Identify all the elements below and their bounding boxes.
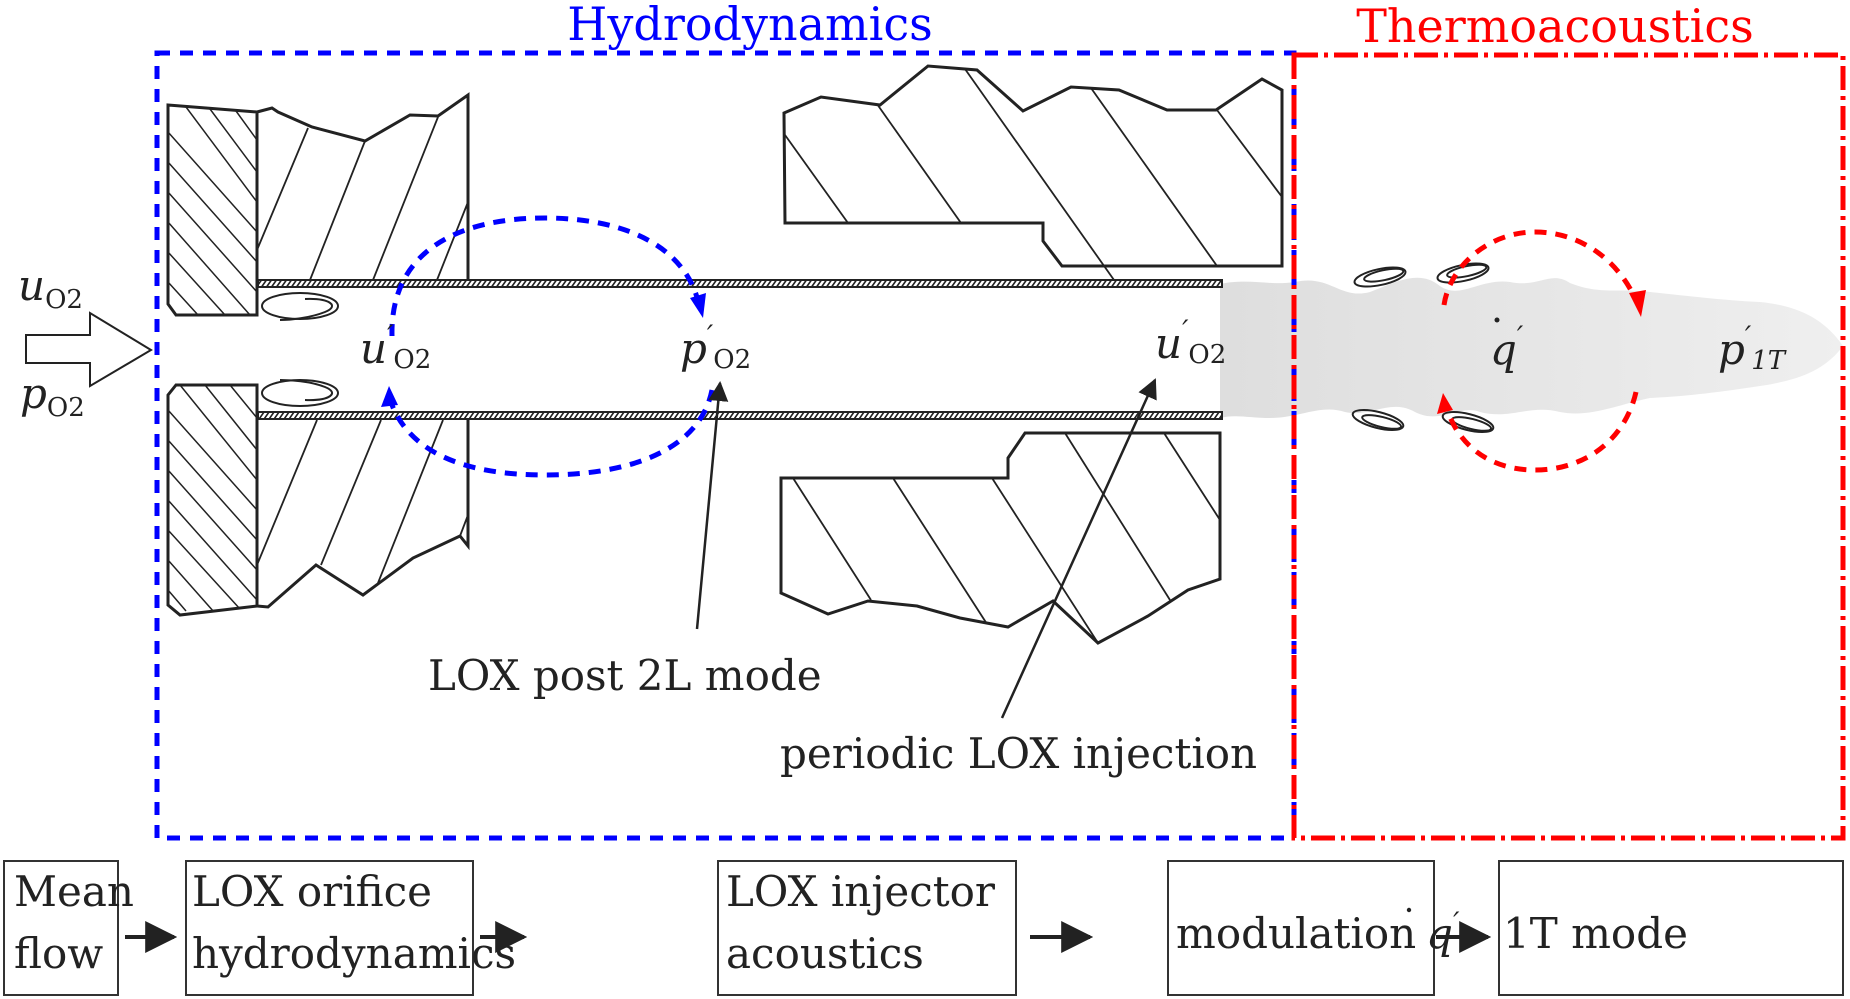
faceplate-lower <box>166 383 259 617</box>
inlet-flow-arrow-icon <box>25 311 153 388</box>
periodic-injection-pointer <box>1000 378 1157 719</box>
inlet-pressure-label: pO2 <box>20 369 85 423</box>
flow-box-injector-acoustics <box>717 860 1017 996</box>
vortex-icon <box>1351 409 1405 431</box>
flow-box-text: acoustics <box>726 929 924 978</box>
vortex-icon <box>261 292 339 321</box>
lox-post-body-upper <box>256 92 470 281</box>
flow-box-1t-mode <box>1498 860 1844 996</box>
lox-post-body-lower <box>256 419 470 609</box>
periodic-injection-annotation: periodic LOX injection <box>780 729 1257 778</box>
blue-arrowhead-icon <box>381 386 398 407</box>
lox-post-wall-lower <box>257 411 1223 420</box>
flow-box-text: Mean <box>14 867 134 916</box>
u-prime-o2-exit-label: u′O2 <box>1155 314 1226 370</box>
hydro-feedback-loop <box>381 215 715 478</box>
hydrodynamics-title: Hydrodynamics <box>567 0 932 51</box>
red-arrowhead-icon <box>1437 393 1453 414</box>
injector-body-upper <box>782 64 1284 281</box>
vortex-icon <box>1353 266 1407 288</box>
lox-post-mode-annotation: LOX post 2L mode <box>428 651 822 700</box>
blue-arrowhead-icon <box>690 293 706 318</box>
flow-chain: Mean flow LOX orifice hydrodynamics LOX … <box>3 860 1844 996</box>
flow-box-mean-flow <box>3 860 119 996</box>
thermoacoustics-region-border <box>1291 52 1846 841</box>
thermoacoustics-title: Thermoacoustics <box>1356 0 1754 53</box>
flow-box-text: 1T mode <box>1503 909 1688 958</box>
faceplate-upper <box>166 103 259 317</box>
u-prime-o2-inlet-label: u′O2 <box>360 319 431 375</box>
flow-box-text: LOX orifice <box>192 867 432 916</box>
flow-box-text: flow <box>14 929 103 978</box>
lox-post-wall-upper <box>257 279 1223 288</box>
q-dot-prime-label: q′ <box>1490 320 1524 374</box>
q-dot-marker <box>1406 907 1412 913</box>
flow-box-orifice-hydrodynamics <box>185 860 474 996</box>
thermo-feedback-loop <box>1437 229 1646 473</box>
flow-box-text: hydrodynamics <box>192 929 516 978</box>
flame <box>1220 277 1843 418</box>
flow-box-text: LOX injector <box>726 867 996 916</box>
injector-body-lower <box>779 431 1222 645</box>
p-prime-1t-label: p′1T <box>1718 320 1787 376</box>
red-arrowhead-icon <box>1629 290 1646 317</box>
flow-box-modulation <box>1167 860 1435 996</box>
inlet-velocity-label: uO2 <box>18 261 83 315</box>
p-prime-o2-label: p′O2 <box>680 319 751 375</box>
q-dot-marker <box>1494 317 1500 323</box>
lox-post-mode-pointer <box>695 381 729 630</box>
vortex-icon <box>261 379 339 407</box>
